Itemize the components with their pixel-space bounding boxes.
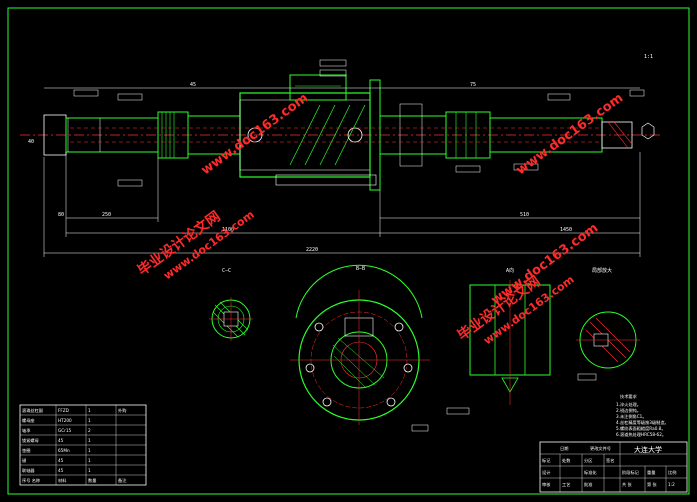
dim-middle: 1100 xyxy=(222,227,234,233)
svg-text:1: 1 xyxy=(88,458,91,463)
svg-text:批准: 批准 xyxy=(584,481,592,488)
section-b-b: B—B xyxy=(290,264,470,432)
svg-text:1: 1 xyxy=(88,418,91,423)
svg-text:键: 键 xyxy=(22,457,27,464)
note-6: 6.滚道热处理HRC58-62。 xyxy=(616,431,666,438)
tolerance-callouts xyxy=(73,59,645,187)
dim-right2: 1450 xyxy=(560,227,572,233)
svg-text:外购: 外购 xyxy=(118,407,126,414)
svg-text:2: 2 xyxy=(88,428,91,433)
note-2: 2.锐边倒钝。 xyxy=(616,407,641,414)
dimension-lines xyxy=(43,87,641,257)
svg-text:技术要求: 技术要求 xyxy=(620,393,638,400)
scale-note: 1:1 xyxy=(644,54,653,60)
svg-text:锁紧螺母: 锁紧螺母 xyxy=(22,437,39,444)
dim-small3: 45 xyxy=(190,82,196,88)
dim-left: 250 xyxy=(102,212,111,218)
svg-text:重量: 重量 xyxy=(647,469,655,476)
svg-text:序号 名称: 序号 名称 xyxy=(22,477,40,484)
svg-text:www.doc163.com: www.doc163.com xyxy=(514,91,627,179)
section-c-c: C—C xyxy=(209,268,253,341)
svg-text:滚珠丝杠副: 滚珠丝杠副 xyxy=(22,407,43,414)
sheet-border xyxy=(7,7,690,495)
svg-text:标记: 标记 xyxy=(542,457,551,464)
svg-text:材料: 材料 xyxy=(58,477,67,484)
svg-text:签名: 签名 xyxy=(606,457,614,464)
parts-table: 滚珠丝杠副 FFZD 1 外购 螺母座 HT200 1 轴承 GCr15 2 锁… xyxy=(19,404,147,486)
svg-text:1: 1 xyxy=(88,408,91,413)
svg-text:第 张: 第 张 xyxy=(647,481,658,488)
svg-text:备注: 备注 xyxy=(118,477,127,484)
svg-text:阶段标记: 阶段标记 xyxy=(622,469,640,476)
svg-text:更改文件号: 更改文件号 xyxy=(590,445,611,452)
svg-text:1: 1 xyxy=(88,468,91,473)
dim-small1: 80 xyxy=(58,212,64,218)
svg-text:比例: 比例 xyxy=(668,469,676,476)
svg-text:www.doc163.com: www.doc163.com xyxy=(199,91,312,179)
watermark-3: www.doc163.com xyxy=(514,91,627,179)
dim-overall: 2220 xyxy=(306,247,318,253)
svg-text:分区: 分区 xyxy=(584,457,592,464)
svg-text:FFZD: FFZD xyxy=(58,408,69,413)
dim-right: 510 xyxy=(520,212,529,218)
watermark-2: www.doc163.com xyxy=(199,91,312,179)
svg-text:垫圈: 垫圈 xyxy=(22,447,30,454)
svg-text:45: 45 xyxy=(58,458,64,463)
svg-text:日期: 日期 xyxy=(560,446,568,452)
watermark-1: 毕业设计论文网 www.doc163.com xyxy=(134,208,256,283)
note-1: 1.淬火处理。 xyxy=(616,401,641,408)
svg-text:联轴器: 联轴器 xyxy=(22,467,35,474)
svg-text:C—C: C—C xyxy=(222,268,231,274)
svg-text:设计: 设计 xyxy=(542,469,550,476)
dim-small2: 40 xyxy=(28,139,34,145)
svg-text:HT200: HT200 xyxy=(58,418,72,423)
note-5: 5.螺纹表面粗糙度Ra0.8。 xyxy=(616,425,666,432)
technical-notes: 技术要求 1.淬火处理。 2.锐边倒钝。 3.未注倒角C1。 4.丝杠精度等级按… xyxy=(616,393,669,438)
svg-text:A向: A向 xyxy=(506,267,514,274)
dim-small4: 75 xyxy=(470,82,476,88)
svg-text:1: 1 xyxy=(88,438,91,443)
svg-text:工艺: 工艺 xyxy=(562,482,570,487)
main-shaft-view xyxy=(20,74,660,191)
svg-text:1:2: 1:2 xyxy=(668,482,675,487)
svg-text:共 张: 共 张 xyxy=(622,481,633,488)
detail-view: 局部放大 xyxy=(576,267,640,381)
svg-text:数量: 数量 xyxy=(88,477,96,484)
svg-text:处数: 处数 xyxy=(562,457,571,464)
view-a: A向 xyxy=(469,267,551,405)
svg-text:标准化: 标准化 xyxy=(584,469,597,476)
svg-text:局部放大: 局部放大 xyxy=(592,267,612,274)
svg-text:螺母座: 螺母座 xyxy=(22,417,35,424)
svg-text:GCr15: GCr15 xyxy=(58,428,72,433)
note-3: 3.未注倒角C1。 xyxy=(616,413,647,420)
svg-text:45: 45 xyxy=(58,438,64,443)
title-block: 大连大学 标记 处数 分区 更改文件号 签名 日期 设计 标准化 阶段标记 重量… xyxy=(539,441,688,493)
svg-text:B—B: B—B xyxy=(356,266,365,272)
watermark-4: 毕业设计论文网 www.doc163.com xyxy=(454,273,576,348)
svg-text:45: 45 xyxy=(58,468,64,473)
note-4: 4.丝杠精度等级按3级制造。 xyxy=(616,419,669,426)
svg-text:1: 1 xyxy=(88,448,91,453)
svg-text:审核: 审核 xyxy=(542,481,551,488)
svg-text:轴承: 轴承 xyxy=(22,427,31,434)
university-name: 大连大学 xyxy=(634,445,662,454)
svg-text:65Mn: 65Mn xyxy=(58,448,70,453)
